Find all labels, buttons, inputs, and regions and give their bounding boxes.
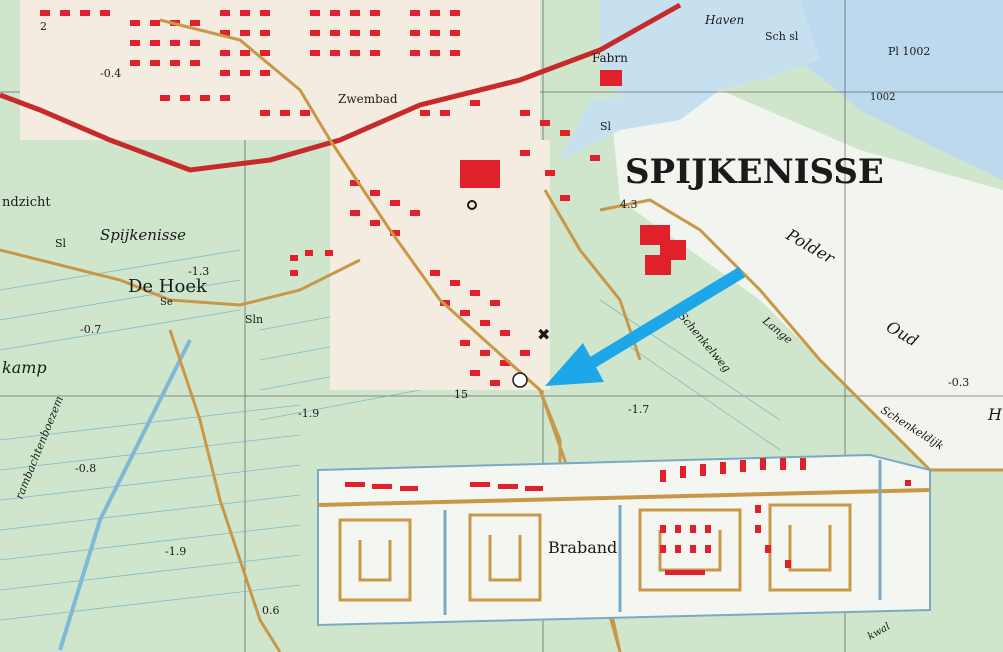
label-sl-upper: Sl bbox=[600, 120, 612, 133]
elev-e11: 15 bbox=[454, 388, 468, 401]
label-braband: Braband bbox=[548, 538, 617, 557]
label-sl-left: Sl bbox=[55, 237, 67, 250]
elev-e2: -1.3 bbox=[188, 265, 209, 278]
elev-e9: 0.6 bbox=[262, 604, 280, 617]
roads bbox=[0, 18, 1003, 652]
cross-icon: ✖ bbox=[537, 325, 550, 344]
label-sch-sl: Sch sl bbox=[765, 30, 799, 43]
label-1002: 1002 bbox=[870, 92, 895, 103]
label-spijkenisse-polder: Spijkenisse bbox=[100, 226, 186, 244]
label-spijkenisse-town: SPIJKENISSE bbox=[625, 152, 884, 192]
elev-e8: -0.3 bbox=[948, 376, 969, 389]
spijkenisse-built-area bbox=[20, 0, 686, 390]
location-arrow-icon bbox=[545, 266, 746, 386]
polder-oud bbox=[610, 90, 1003, 470]
label-haven: Haven bbox=[704, 13, 744, 27]
elev-e1: -0.4 bbox=[100, 67, 121, 80]
elev-e3: -0.7 bbox=[80, 323, 101, 336]
label-ndzicht: ndzicht bbox=[2, 195, 51, 210]
braband-polder bbox=[317, 453, 931, 627]
haven-basin bbox=[600, 0, 820, 110]
elev-e4: -1.9 bbox=[298, 407, 319, 420]
label-de-hoek: De Hoek bbox=[128, 276, 208, 297]
label-pl1002: Pl 1002 bbox=[888, 45, 930, 58]
label-sln: Sln bbox=[245, 313, 263, 326]
railway bbox=[0, 2, 682, 173]
church-circle-icon bbox=[512, 372, 528, 388]
tower-icon bbox=[467, 200, 477, 210]
elev-e10: 4.3 bbox=[620, 198, 638, 211]
elev-e5: -0.8 bbox=[75, 462, 96, 475]
label-h-edge: H bbox=[987, 405, 1003, 424]
label-se: Se bbox=[160, 297, 173, 308]
label-fabr: Fabrn bbox=[592, 51, 628, 65]
label-zwembad: Zwembad bbox=[338, 92, 398, 106]
haven-arm bbox=[560, 90, 720, 160]
label-kamp: kamp bbox=[2, 358, 47, 377]
elev-e7: -1.7 bbox=[628, 403, 649, 416]
river-oude-maas bbox=[780, 0, 1003, 180]
elev-e6: -1.9 bbox=[165, 545, 186, 558]
elev-e12: 2 bbox=[40, 20, 47, 33]
canal-bernisse bbox=[58, 339, 192, 651]
